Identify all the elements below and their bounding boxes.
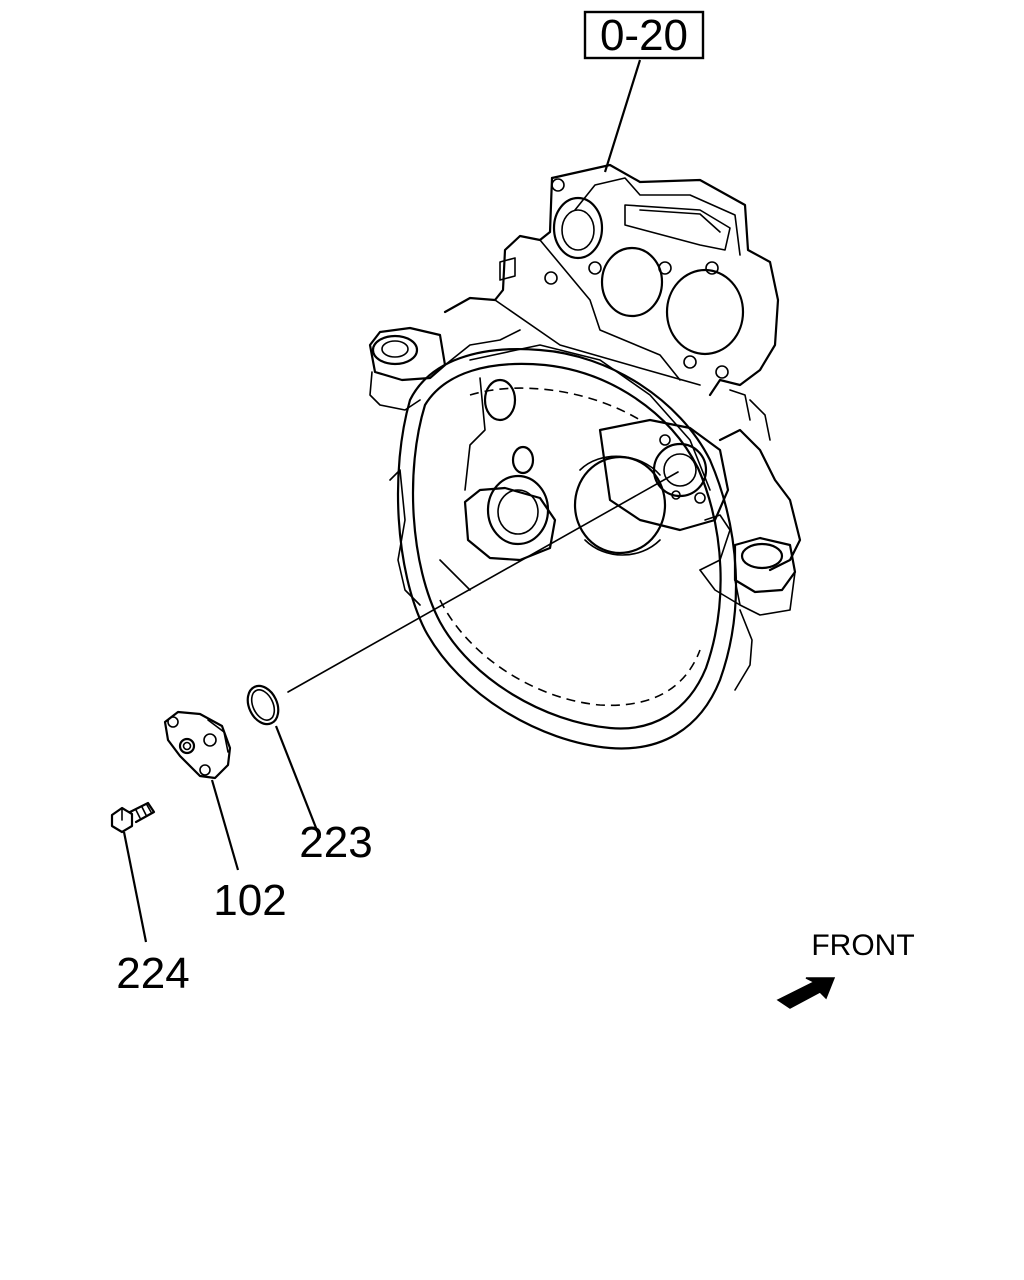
bolt-part-224[interactable]	[110, 801, 156, 834]
reference-box-label: 0-20	[600, 11, 688, 60]
front-label: FRONT	[811, 929, 914, 962]
reference-box[interactable]: 0-20	[583, 10, 705, 60]
flywheel-housing	[368, 163, 802, 750]
leader-224	[122, 831, 148, 943]
leader-102	[210, 779, 240, 871]
leader-223	[274, 725, 322, 839]
part-label-224[interactable]: 224	[116, 949, 189, 998]
cover-part-102[interactable]	[163, 710, 232, 780]
front-arrow-icon	[776, 977, 836, 1009]
assembly-axis-line	[287, 471, 679, 693]
part-label-102[interactable]: 102	[213, 876, 286, 925]
part-label-223[interactable]: 223	[299, 818, 372, 867]
o-ring-part-223[interactable]	[242, 681, 284, 729]
reference-leader-line	[603, 59, 642, 173]
